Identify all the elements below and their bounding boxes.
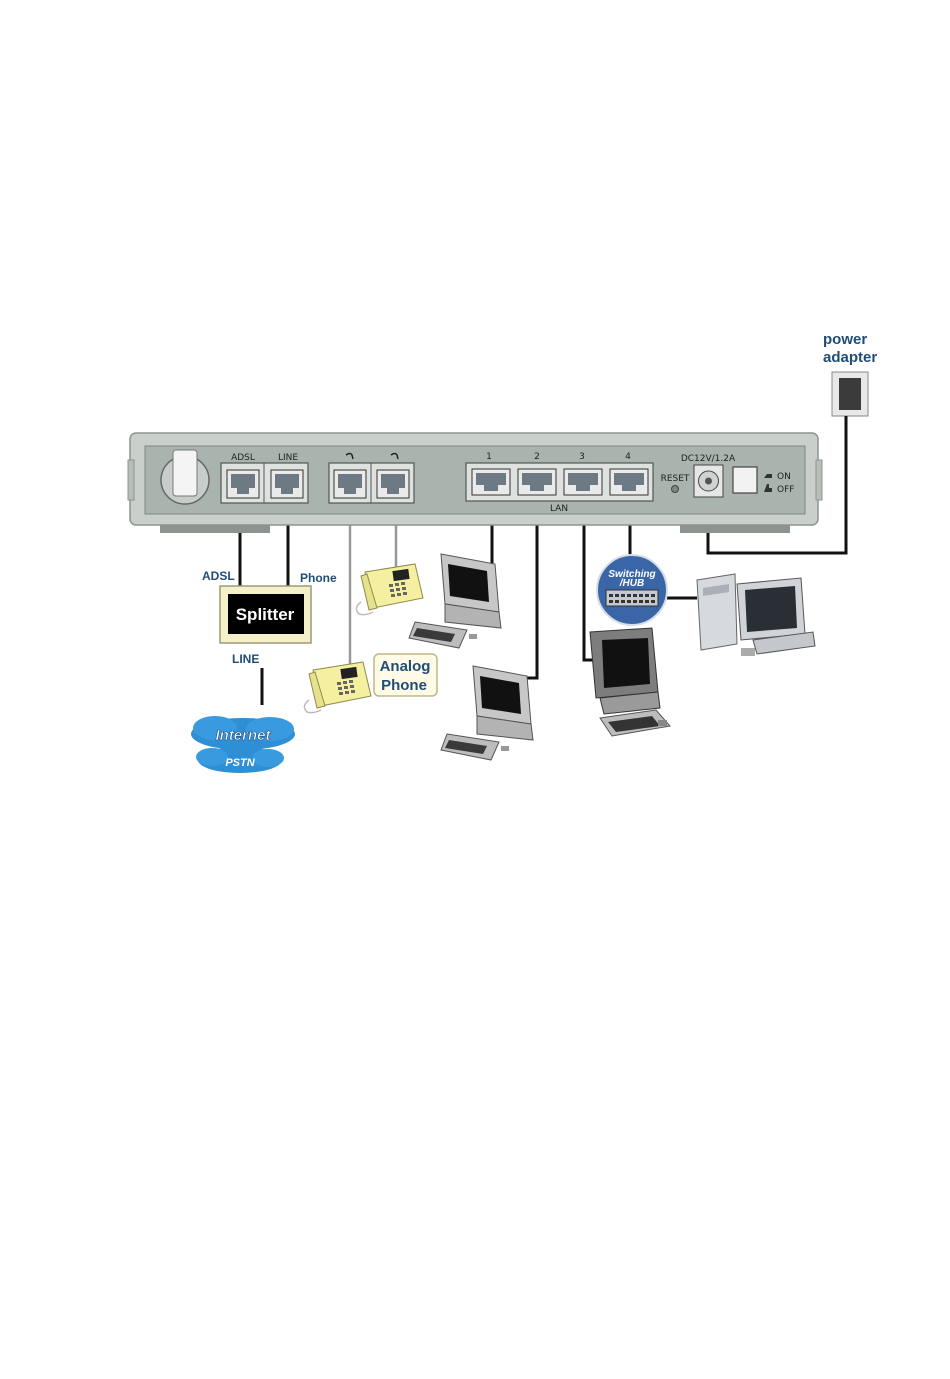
computer-icon [697, 574, 815, 656]
lan-port-number: 3 [579, 452, 585, 462]
on-label: ON [777, 472, 791, 482]
adsl-port-label: ADSL [231, 453, 255, 463]
power-adapter-label: power [823, 331, 867, 348]
router-icon: ADSL LINE 1 2 3 4 [128, 433, 822, 533]
dc-jack [694, 465, 723, 497]
lan-port-number: 1 [486, 452, 492, 462]
phone-port-1 [334, 470, 366, 498]
line-label: LINE [232, 652, 259, 666]
computer-icon [590, 628, 670, 736]
pstn-label: PSTN [225, 757, 255, 769]
lan-label: LAN [550, 504, 568, 514]
lan-port-number: 4 [625, 452, 631, 462]
line-port [271, 470, 303, 498]
adsl-label: ADSL [202, 569, 235, 583]
reset-button [672, 486, 679, 493]
lan-port-3 [564, 469, 602, 495]
dc-label: DC12V/1.2A [681, 454, 736, 464]
lan-port-1 [472, 469, 510, 495]
phone-label: Phone [300, 571, 337, 585]
phone-port-2 [377, 470, 409, 498]
lan-port-number: 2 [534, 452, 540, 462]
reset-label: RESET [661, 474, 690, 484]
splitter-label: Splitter [236, 605, 295, 624]
line-port-label: LINE [278, 453, 298, 463]
computer-icon [441, 666, 533, 760]
switching-hub-icon [597, 555, 667, 625]
internet-label: Internet [215, 727, 271, 744]
lan2-cable [520, 500, 537, 678]
power-adapter-label: adapter [823, 349, 877, 366]
switching-hub-label: /HUB [619, 578, 644, 589]
power-adapter-icon [832, 372, 868, 416]
telephone-icon [304, 662, 371, 713]
lan-port-4 [610, 469, 648, 495]
analog-phone-label: Analog [380, 658, 431, 675]
off-label: OFF [777, 485, 794, 495]
power-switch [733, 467, 757, 493]
analog-phone-label: Phone [381, 677, 427, 694]
computer-icon [409, 554, 501, 648]
lan-port-2 [518, 469, 556, 495]
adsl-port [227, 470, 259, 498]
telephone-icon [356, 564, 423, 615]
